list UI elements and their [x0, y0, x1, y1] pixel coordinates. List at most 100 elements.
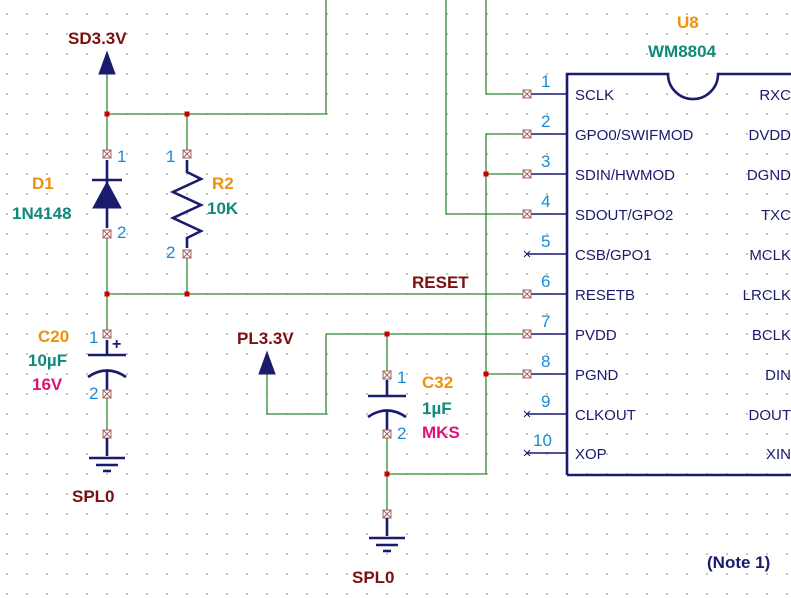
ic-pin-name: PVDD	[575, 327, 617, 344]
c32-type: MKS	[422, 423, 460, 442]
ic-pin-name: PGND	[575, 367, 619, 384]
resistor-r2[interactable]: 1 2 R2 10K	[166, 147, 239, 262]
c20-pin2-number: 2	[89, 384, 98, 403]
resistor-zigzag-icon	[169, 160, 205, 248]
ic-pin-number: 3	[541, 152, 550, 171]
ic-pin-name-right: RXC	[759, 87, 791, 104]
ic-pin-number: 9	[541, 392, 550, 411]
wire-sclk	[485, 0, 527, 95]
pin-marker	[102, 149, 112, 159]
c20-voltage: 16V	[32, 375, 63, 394]
ic-pin-name-right: MCLK	[749, 247, 791, 264]
junction-dot	[184, 111, 190, 117]
r2-value: 10K	[207, 199, 239, 218]
ic-pin-number: 7	[541, 312, 550, 331]
ic-pin-number: 5	[541, 232, 550, 251]
ic-pin-number: 10	[533, 431, 552, 450]
junctions	[104, 111, 489, 477]
ic-pin-name: SDOUT/GPO2	[575, 207, 673, 224]
ic-pin-number: 8	[541, 352, 550, 371]
diode-triangle-icon	[92, 180, 122, 209]
ic-part-number: WM8804	[648, 42, 717, 61]
ic-pin-name: SDIN/HWMOD	[575, 167, 675, 184]
wire-sdout	[445, 0, 527, 215]
no-connect-icon	[523, 449, 531, 457]
junction-dot	[104, 111, 110, 117]
capacitor-c20[interactable]: + 1 2 C20 10µF 16V	[28, 327, 127, 403]
capacitor-c32[interactable]: 1 2 C32 1µF MKS	[367, 368, 460, 443]
junction-dot	[483, 371, 489, 377]
c32-pin1-number: 1	[397, 368, 406, 387]
power-port-pl33[interactable]: PL3.3V	[237, 329, 294, 375]
r2-pin1-number: 1	[166, 147, 175, 166]
ic-pin-name-right: DGND	[747, 167, 791, 184]
ic-pin-name-right: DOUT	[749, 407, 791, 424]
r2-ref: R2	[212, 174, 234, 193]
ic-pin-name-right: BCLK	[752, 327, 791, 344]
no-connect-icon	[523, 410, 531, 418]
junction-dot	[483, 171, 489, 177]
power-port-sd33[interactable]: SD3.3V	[68, 29, 127, 75]
power-arrow-icon	[98, 50, 116, 75]
pin-marker	[382, 370, 392, 380]
junction-dot	[104, 291, 110, 297]
c32-value: 1µF	[422, 399, 452, 418]
ic-pin-name-right: DIN	[765, 367, 791, 384]
junction-dot	[384, 471, 390, 477]
ic-pin-name-right: TXC	[761, 207, 791, 224]
junction-dot	[384, 331, 390, 337]
ic-pin-name-right: XIN	[766, 446, 791, 463]
c20-ref: C20	[38, 327, 69, 346]
d1-value: 1N4148	[12, 204, 72, 223]
ic-pin-name: XOP	[575, 446, 607, 463]
d1-pin1-number: 1	[117, 147, 126, 166]
ic-pin-name: SCLK	[575, 87, 614, 104]
d1-ref: D1	[32, 174, 54, 193]
no-connect-icon	[523, 250, 531, 258]
wires	[106, 0, 527, 514]
ic-ref: U8	[677, 13, 699, 32]
ground-symbol-left[interactable]: SPL0	[72, 429, 125, 506]
pin-marker	[102, 389, 112, 399]
ic-pin-name: CSB/GPO1	[575, 247, 652, 264]
diode-d1[interactable]: 1 2 D1 1N4148	[12, 147, 126, 242]
c20-pin1-number: 1	[89, 328, 98, 347]
r2-pin2-number: 2	[166, 243, 175, 262]
pin-marker	[182, 249, 192, 259]
ic-body-outline	[565, 72, 791, 475]
wire-gnd-bus	[387, 133, 527, 475]
d1-pin2-number: 2	[117, 223, 126, 242]
net-label-reset: RESET	[412, 273, 469, 292]
pin-marker	[102, 329, 112, 339]
pin-marker	[102, 429, 112, 439]
wire-pl33	[266, 334, 327, 415]
note-label: (Note 1)	[707, 553, 770, 572]
ground-symbol-middle[interactable]: SPL0	[352, 509, 405, 587]
ic-pin-name-right: DVDD	[748, 127, 791, 144]
ic-pin-number: 2	[541, 112, 550, 131]
ic-pin-number: 1	[541, 72, 550, 91]
pin-marker	[382, 509, 392, 519]
ic-pin-name-right: LRCLK	[743, 287, 791, 304]
ic-pin-number: 6	[541, 272, 550, 291]
junction-dot	[184, 291, 190, 297]
pin-marker	[382, 429, 392, 439]
c20-value: 10µF	[28, 351, 67, 370]
net-label-sd33: SD3.3V	[68, 29, 127, 48]
net-label-gnd-middle: SPL0	[352, 568, 395, 587]
ic-pins-right: RXC DVDD DGND TXC MCLK LRCLK BCLK DIN DOUT XIN	[743, 87, 791, 463]
net-label-gnd-left: SPL0	[72, 487, 115, 506]
